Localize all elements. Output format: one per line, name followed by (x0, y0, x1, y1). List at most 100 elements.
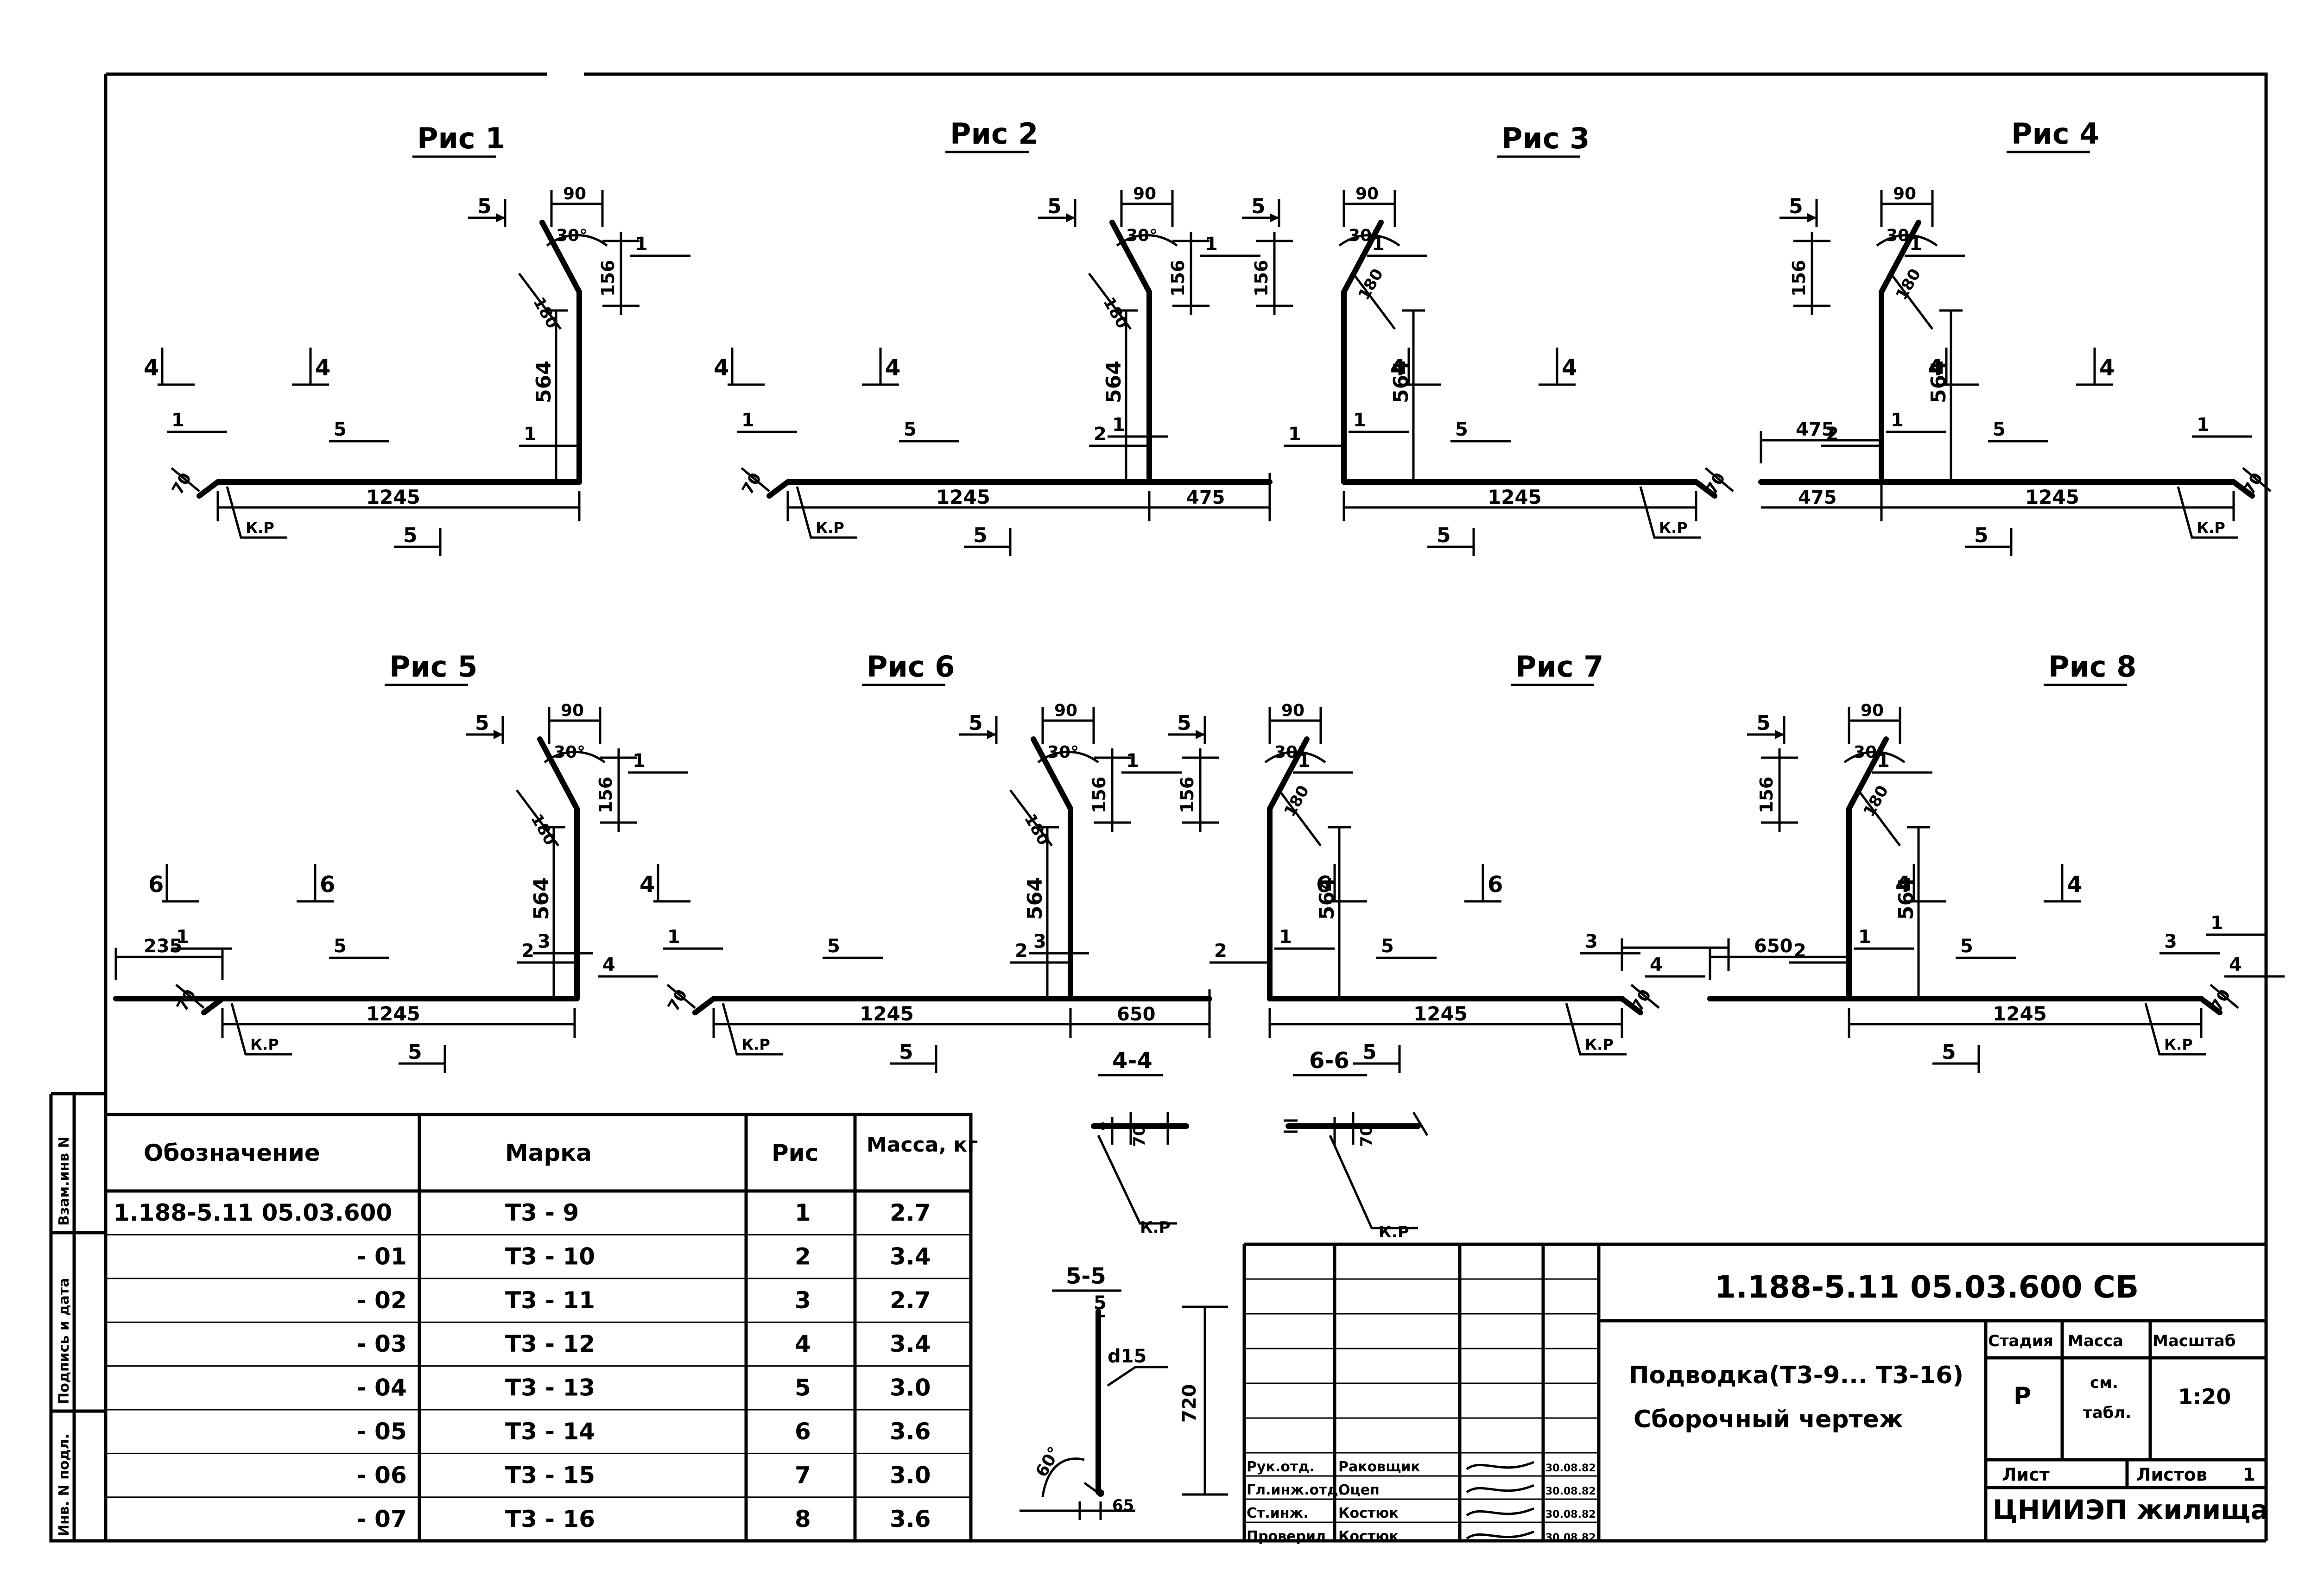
dim-length (1342, 491, 1697, 521)
spec-cell-mark: Т3 - 10 (505, 1243, 595, 1270)
callout-label: 5 (827, 936, 840, 957)
callout-label: 1 (1909, 234, 1922, 255)
side-stamp-cell-2: Подпись и дата (56, 1278, 72, 1404)
spec-header-fig: Рис (772, 1140, 818, 1166)
section-mark-left: 4 (714, 355, 729, 381)
callout-label: 5 (334, 936, 347, 957)
section-mark-right: 6 (1488, 872, 1503, 898)
callout-kr-leader (2144, 1003, 2206, 1056)
spec-cell-mass: 3.6 (890, 1418, 931, 1445)
dim-90-label: 90 (1355, 184, 1379, 203)
section-4-4-title: 4-4 (1112, 1048, 1152, 1074)
rebar-hook (2198, 996, 2223, 1015)
spec-header-mass: Масса, кг (867, 1133, 978, 1157)
dim-180 (1352, 272, 1396, 330)
dim-height-label: 564 (530, 877, 553, 920)
callout-label: 1 (667, 926, 680, 948)
rebar-hook (692, 996, 716, 1015)
spec-cell-designation: - 04 (357, 1374, 407, 1401)
signer-date: 30.08.82 (1545, 1463, 1596, 1474)
spec-cell-mark: Т3 - 11 (505, 1287, 595, 1314)
spec-cell-mark: Т3 - 9 (505, 1199, 579, 1226)
callout-label: 2 (521, 940, 534, 962)
callout-label: 1 (1298, 750, 1311, 772)
rebar-hook (1619, 996, 1643, 1015)
section-arrow (1270, 213, 1279, 222)
signature (1466, 1530, 1534, 1540)
section-line-left (1404, 348, 1441, 386)
callout-kr: К.Р (246, 519, 274, 537)
dim-180 (518, 272, 562, 330)
section-mark-bottom: 5 (899, 1040, 913, 1064)
dim-pre-label: 650 (1754, 936, 1793, 957)
section-mark-left: 4 (144, 355, 159, 381)
figure-title: Рис 8 (2048, 650, 2136, 684)
spec-cell-fig: 3 (795, 1287, 811, 1314)
section-line-left (158, 348, 195, 386)
callout-label: 1 (1858, 926, 1871, 948)
section-line-left (1942, 348, 1979, 386)
dim-156-label: 156 (1756, 777, 1777, 813)
spec-cell-mass: 3.0 (890, 1374, 931, 1401)
callout-label: 5 (1960, 936, 1973, 957)
title-scale-header: Масштаб (2153, 1332, 2235, 1350)
title-name-line2: Сборочный чертеж (1634, 1406, 1903, 1433)
section-mark-right: 6 (320, 872, 335, 898)
section-5-5: 5-5 5 d15 720 60° 65 (1020, 1263, 1228, 1520)
dim-180 (516, 789, 559, 847)
section-arrow (1196, 730, 1205, 739)
section-arrow (1775, 730, 1784, 739)
callout-label: 1 (171, 410, 184, 431)
spec-cell-fig: 8 (795, 1506, 811, 1533)
signer-role: Рук.отд. (1247, 1459, 1315, 1475)
section-mark-right: 4 (2067, 872, 2082, 898)
dim-180-label: 180 (1280, 782, 1313, 820)
dim-end-tick (175, 984, 205, 1009)
signature (1466, 1484, 1534, 1494)
section-line-bottom (964, 528, 1012, 556)
dim-end-tick (171, 467, 200, 492)
section-arrow (1066, 213, 1075, 222)
spec-cell-mark: Т3 - 14 (505, 1418, 595, 1445)
dim-90 (1880, 190, 1934, 227)
dim-end-tick (2242, 467, 2272, 492)
spec-cell-fig: 1 (795, 1199, 811, 1226)
dim-pre (1709, 948, 1850, 980)
spec-header-mark: Марка (505, 1140, 592, 1166)
dim-180-label: 180 (1892, 266, 1925, 303)
section-mark-left: 6 (1316, 872, 1331, 898)
dim-156-label: 156 (1089, 777, 1109, 813)
dim-156-label: 156 (1168, 260, 1188, 297)
dim-156 (1256, 232, 1293, 315)
dim-180 (1857, 789, 1901, 847)
dim-ext-label: 475 (1186, 487, 1225, 508)
dim-156 (1182, 748, 1219, 832)
callout-label: 3 (538, 931, 551, 952)
section-5-5-height: 720 (1179, 1384, 1200, 1423)
dim-156 (1172, 232, 1209, 315)
dim-post (1621, 938, 1730, 971)
dim-length-label: 1245 (1993, 1002, 2047, 1025)
angle-arc (1116, 234, 1178, 247)
section-line-left (162, 864, 199, 903)
section-line-right (1464, 864, 1501, 903)
section-line-bottom (1932, 1045, 1980, 1073)
callout-label: 4 (602, 954, 615, 975)
dim-ext (1070, 989, 1211, 1038)
dim-156 (1793, 232, 1830, 315)
section-mark-right: 4 (2099, 355, 2115, 381)
rebar-riser (539, 220, 582, 485)
spec-cell-designation: - 03 (357, 1330, 407, 1357)
dim-90 (1268, 707, 1322, 744)
dim-156-label: 156 (595, 777, 616, 813)
dim-156 (602, 232, 640, 315)
callout-kr: К.Р (2164, 1036, 2193, 1053)
callout-label: 1 (635, 234, 648, 255)
dim-180 (1890, 272, 1933, 330)
section-mark-right: 4 (315, 355, 330, 381)
signer-name: Костюк (1338, 1528, 1399, 1545)
